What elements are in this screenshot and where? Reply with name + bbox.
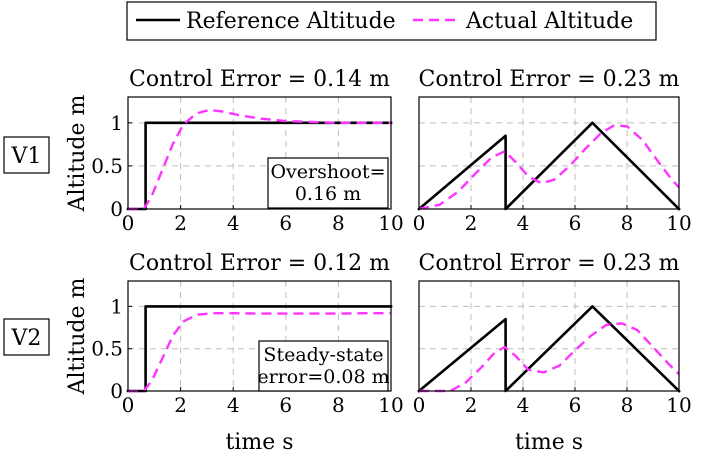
- x-tick-label: 4: [227, 211, 240, 235]
- legend-reference-label: Reference Altitude: [186, 9, 396, 34]
- y-axis-label: Altitude m: [65, 94, 90, 212]
- x-tick-label: 10: [378, 211, 403, 235]
- annotation-text: error=0.08 m: [257, 366, 389, 388]
- x-tick-label: 0: [413, 211, 426, 235]
- row-label-v2: V2: [3, 318, 50, 356]
- chart-panel-4: Control Error = 0.23 m 0 2 4 6 8 10 time s: [413, 251, 692, 455]
- row-label-v1-text: V1: [11, 144, 42, 169]
- x-tick-label: 6: [569, 393, 582, 417]
- x-tick-label: 0: [122, 211, 135, 235]
- x-tick-label: 4: [227, 393, 240, 417]
- row-label-v2-text: V2: [11, 326, 42, 351]
- x-tick-label: 10: [378, 393, 403, 417]
- annotation-box: [267, 157, 389, 209]
- series-line-actual: [128, 108, 391, 211]
- annotation-text: Overshoot=: [270, 161, 385, 183]
- x-tick-label: 4: [517, 211, 530, 235]
- chart-panel-3: Control Error = 0.12 m 0 2 4 6 8 10 0 0.5 1 Altitu…: [65, 251, 404, 455]
- x-tick-label: 8: [621, 211, 634, 235]
- y-axis-label: Altitude m: [65, 277, 90, 395]
- x-tick-label: 0: [122, 393, 135, 417]
- x-tick-label: 6: [569, 211, 582, 235]
- chart-panel-2: Control Error = 0.23 m 0 2 4 6 8 10: [413, 67, 692, 235]
- y-tick-label: 1: [110, 294, 123, 318]
- x-tick-label: 10: [666, 393, 691, 417]
- x-tick-label: 2: [465, 211, 478, 235]
- annotation-box: [258, 340, 389, 392]
- y-tick-label: 1: [110, 111, 123, 135]
- x-tick-label: 10: [666, 211, 691, 235]
- x-tick-label: 0: [413, 393, 426, 417]
- legend-actual-label: Actual Altitude: [465, 9, 633, 34]
- x-tick-label: 4: [517, 393, 530, 417]
- chart-title: Control Error = 0.23 m: [419, 67, 680, 92]
- series-line-actual: [418, 124, 680, 211]
- y-tick-label: 0: [110, 379, 123, 403]
- plot-frame: [418, 280, 680, 392]
- row-label-v2-box: [3, 318, 50, 356]
- plot-frame: [127, 96, 392, 210]
- x-tick-label: 6: [279, 211, 292, 235]
- chart-panel-1: Control Error = 0.14 m 0 2 4 6 8 10 0 0.5 1 Altitu…: [65, 67, 404, 235]
- x-tick-label: 6: [279, 393, 292, 417]
- x-tick-label: 8: [621, 393, 634, 417]
- row-label-v1: V1: [3, 136, 50, 174]
- series-line-actual: [128, 312, 391, 393]
- x-tick-label: 8: [332, 393, 345, 417]
- annotation-text: 0.16 m: [295, 183, 361, 205]
- x-axis-label: time s: [225, 430, 293, 455]
- x-axis-label: time s: [515, 430, 583, 455]
- legend: Reference Altitude Actual Altitude: [126, 1, 657, 41]
- legend-box: [126, 1, 657, 41]
- x-tick-label: 8: [332, 211, 345, 235]
- y-tick-label: 0.5: [91, 154, 123, 178]
- row-label-v1-box: [3, 136, 50, 174]
- chart-title: Control Error = 0.14 m: [129, 67, 390, 92]
- series-line-actual: [419, 322, 680, 393]
- y-tick-label: 0.5: [91, 337, 123, 361]
- x-tick-label: 2: [174, 393, 187, 417]
- x-tick-label: 2: [465, 393, 478, 417]
- y-tick-label: 0: [110, 197, 123, 221]
- x-tick-label: 2: [174, 211, 187, 235]
- plot-frame: [418, 96, 680, 210]
- annotation-text: Steady-state: [263, 344, 383, 366]
- chart-title: Control Error = 0.23 m: [419, 251, 680, 276]
- chart-title: Control Error = 0.12 m: [129, 251, 390, 276]
